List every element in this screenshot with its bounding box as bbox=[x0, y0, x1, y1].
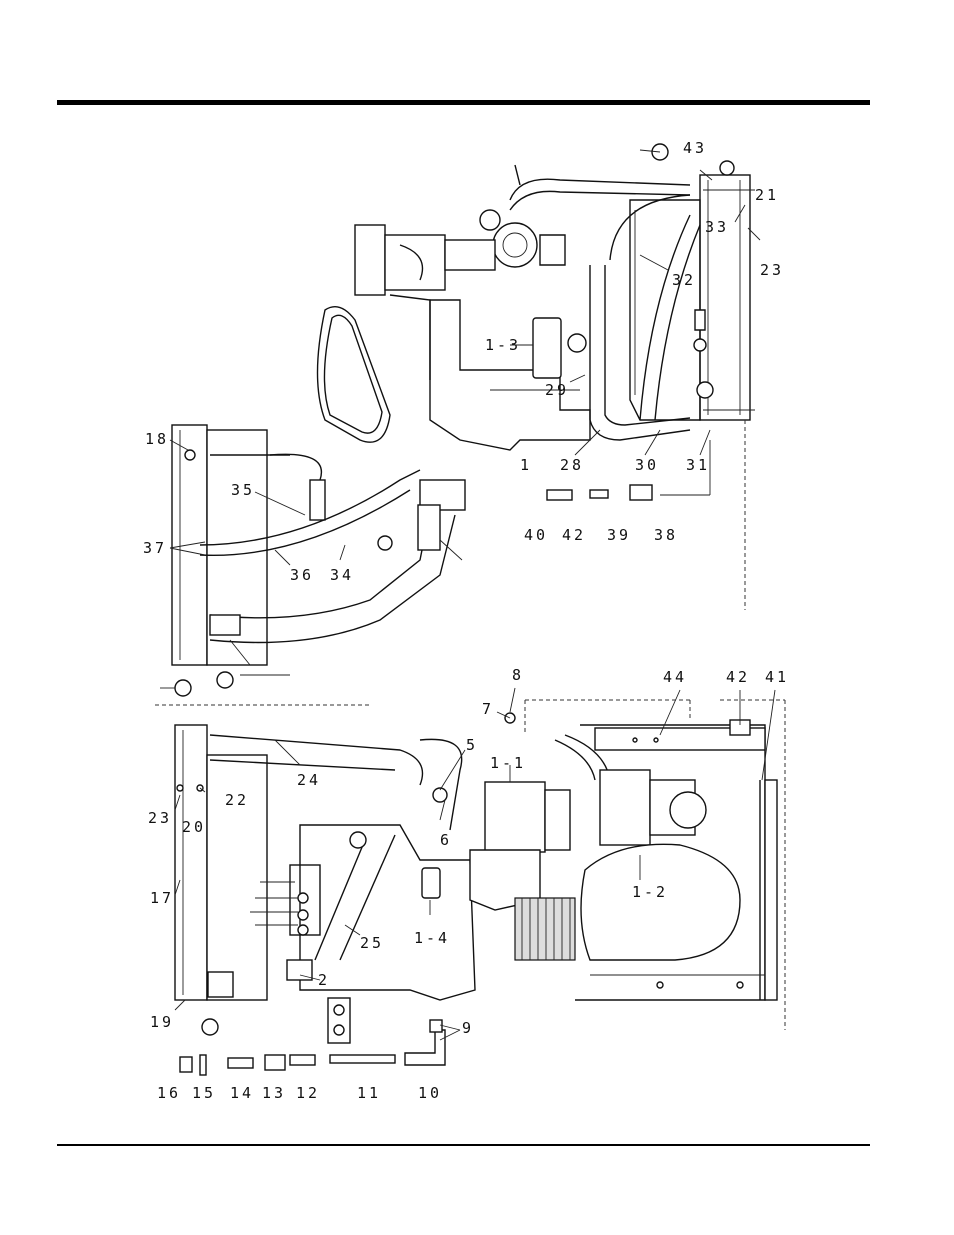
callout-37: 37 bbox=[143, 539, 167, 557]
callout-36: 36 bbox=[290, 566, 314, 584]
callout-33: 33 bbox=[705, 218, 729, 236]
clamp-icon bbox=[694, 339, 706, 351]
middle-radiator-assembly bbox=[172, 425, 465, 688]
fitting-38 bbox=[630, 485, 652, 500]
radiator-core bbox=[515, 898, 575, 960]
callout-20: 20 bbox=[182, 818, 206, 836]
callout-11: 11 bbox=[357, 1084, 381, 1102]
callout-6: 6 bbox=[440, 831, 452, 849]
callout-19: 19 bbox=[150, 1013, 174, 1031]
callout-22: 22 bbox=[225, 791, 249, 809]
callout-5: 5 bbox=[466, 736, 478, 754]
callout-42: 42 bbox=[726, 668, 750, 686]
callout-31: 31 bbox=[686, 456, 710, 474]
fitting-13 bbox=[265, 1055, 285, 1070]
callout-35: 35 bbox=[231, 481, 255, 499]
fitting-12 bbox=[290, 1055, 315, 1065]
callout-32: 32 bbox=[672, 271, 696, 289]
callout-24: 24 bbox=[297, 771, 321, 789]
engine-side-assembly bbox=[470, 700, 785, 1030]
callout-23: 23 bbox=[760, 261, 784, 279]
fitting-39 bbox=[590, 490, 608, 498]
clamp-icon bbox=[568, 334, 586, 352]
fitting-14 bbox=[228, 1058, 253, 1068]
callout-25: 25 bbox=[360, 934, 384, 952]
callout-10: 10 bbox=[418, 1084, 442, 1102]
callout-9: 9 bbox=[462, 1019, 474, 1037]
callout-8: 8 bbox=[512, 666, 524, 684]
fitting-15 bbox=[200, 1055, 206, 1075]
callout-2: 2 bbox=[318, 971, 330, 989]
callout-44: 44 bbox=[663, 668, 687, 686]
upper-hose-32 bbox=[610, 195, 690, 260]
callout-43: 43 bbox=[683, 139, 707, 157]
air-cleaner-1-1 bbox=[485, 782, 545, 852]
callout-14: 14 bbox=[230, 1084, 254, 1102]
callout-15: 15 bbox=[192, 1084, 216, 1102]
callout-41: 41 bbox=[765, 668, 789, 686]
elbow-10 bbox=[405, 1030, 445, 1065]
callout-38: 38 bbox=[654, 526, 678, 544]
upper-air-cleaner bbox=[355, 225, 385, 295]
callout-12: 12 bbox=[296, 1084, 320, 1102]
callout-13: 13 bbox=[262, 1084, 286, 1102]
footer-rule bbox=[57, 1144, 870, 1146]
callout-7: 7 bbox=[482, 700, 494, 718]
upper-engine-block bbox=[430, 300, 590, 450]
callout-1-1: 1-1 bbox=[490, 754, 526, 772]
lower-fittings-row bbox=[180, 1020, 460, 1075]
callout-29: 29 bbox=[545, 381, 569, 399]
callout-39: 39 bbox=[607, 526, 631, 544]
callout-17: 17 bbox=[150, 889, 174, 907]
lower-radiator bbox=[175, 725, 207, 1000]
clamp-icon bbox=[202, 1019, 218, 1035]
callout-40: 40 bbox=[524, 526, 548, 544]
clamp-icon bbox=[350, 832, 366, 848]
clamp-icon bbox=[175, 680, 191, 696]
callout-1-3: 1-3 bbox=[485, 336, 521, 354]
callout-1: 1 bbox=[520, 456, 532, 474]
filter-1-4 bbox=[422, 868, 440, 898]
callout-21: 21 bbox=[755, 186, 779, 204]
callout-16: 16 bbox=[157, 1084, 181, 1102]
hose-11 bbox=[330, 1055, 395, 1063]
clamp-icon bbox=[697, 382, 713, 398]
upper-turbocharger bbox=[493, 223, 537, 267]
fitting-16 bbox=[180, 1057, 192, 1072]
callout-1-4: 1-4 bbox=[414, 929, 450, 947]
callout-1-2: 1-2 bbox=[632, 883, 668, 901]
callout-42: 42 bbox=[562, 526, 586, 544]
cover-1-2 bbox=[581, 844, 740, 960]
clamp-icon bbox=[378, 536, 392, 550]
callout-28: 28 bbox=[560, 456, 584, 474]
callout-18: 18 bbox=[145, 430, 169, 448]
fitting-40 bbox=[547, 490, 572, 500]
callout-34: 34 bbox=[330, 566, 354, 584]
fan-housing bbox=[600, 770, 650, 845]
header-rule bbox=[57, 100, 870, 105]
callout-30: 30 bbox=[635, 456, 659, 474]
lower-radiator-assembly bbox=[155, 680, 475, 1043]
filter-1-3 bbox=[533, 318, 561, 378]
callout-23: 23 bbox=[148, 809, 172, 827]
clamp-icon bbox=[217, 672, 233, 688]
